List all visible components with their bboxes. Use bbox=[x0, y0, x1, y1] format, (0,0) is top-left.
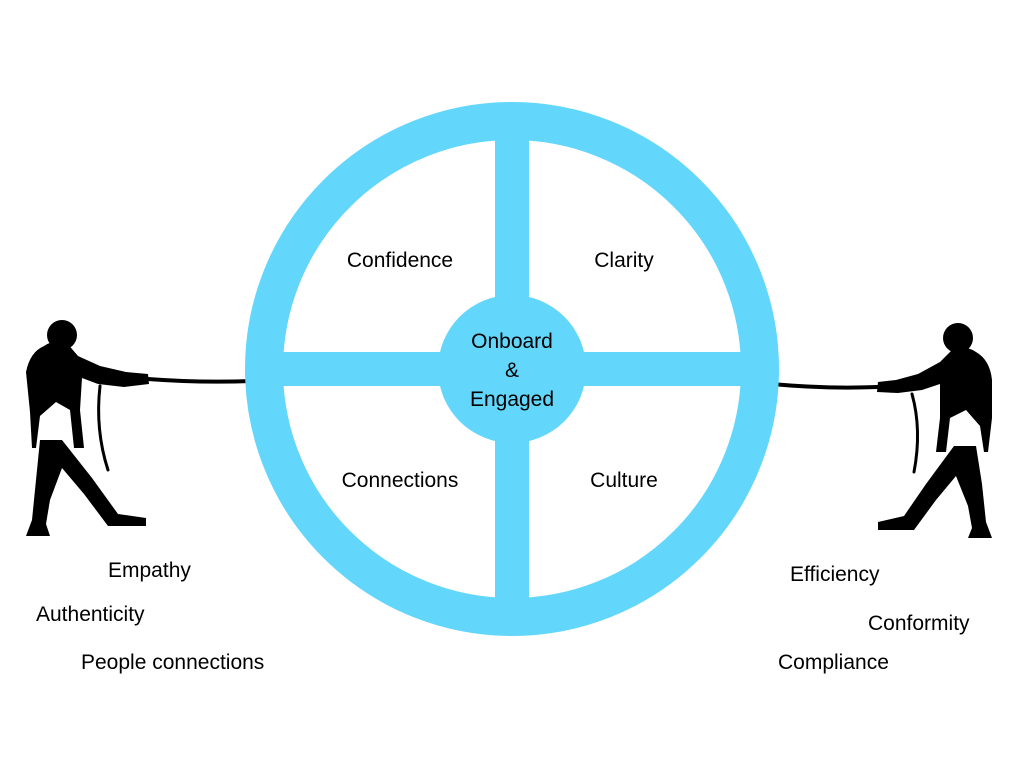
right-rope-slack bbox=[910, 392, 920, 474]
hub-label: Onboard & Engaged bbox=[442, 327, 582, 414]
left-value-authenticity: Authenticity bbox=[36, 603, 145, 626]
wheel-hub bbox=[438, 295, 586, 443]
quadrant-label-clarity: Clarity bbox=[594, 249, 654, 272]
man-pulling-rope-icon-right bbox=[877, 323, 992, 538]
hub-label-line-2: & bbox=[504, 359, 519, 382]
left-value-people-connections: People connections bbox=[81, 651, 265, 674]
right-rope bbox=[770, 382, 880, 390]
left-rope-slack bbox=[97, 384, 110, 472]
quadrant-label-confidence: Confidence bbox=[346, 249, 454, 272]
left-rope bbox=[146, 377, 254, 384]
right-value-conformity: Conformity bbox=[868, 612, 970, 635]
hub-label-line-1: Onboard bbox=[471, 330, 553, 353]
man-pulling-rope-icon-left bbox=[26, 320, 149, 536]
engagement-wheel bbox=[245, 102, 779, 636]
quadrant-label-connections: Connections bbox=[341, 469, 459, 492]
hub-label-line-3: Engaged bbox=[469, 388, 555, 411]
left-value-empathy: Empathy bbox=[108, 559, 191, 582]
right-value-compliance: Compliance bbox=[778, 651, 889, 674]
quadrant-label-culture: Culture bbox=[590, 469, 658, 492]
right-value-efficiency: Efficiency bbox=[790, 563, 880, 586]
